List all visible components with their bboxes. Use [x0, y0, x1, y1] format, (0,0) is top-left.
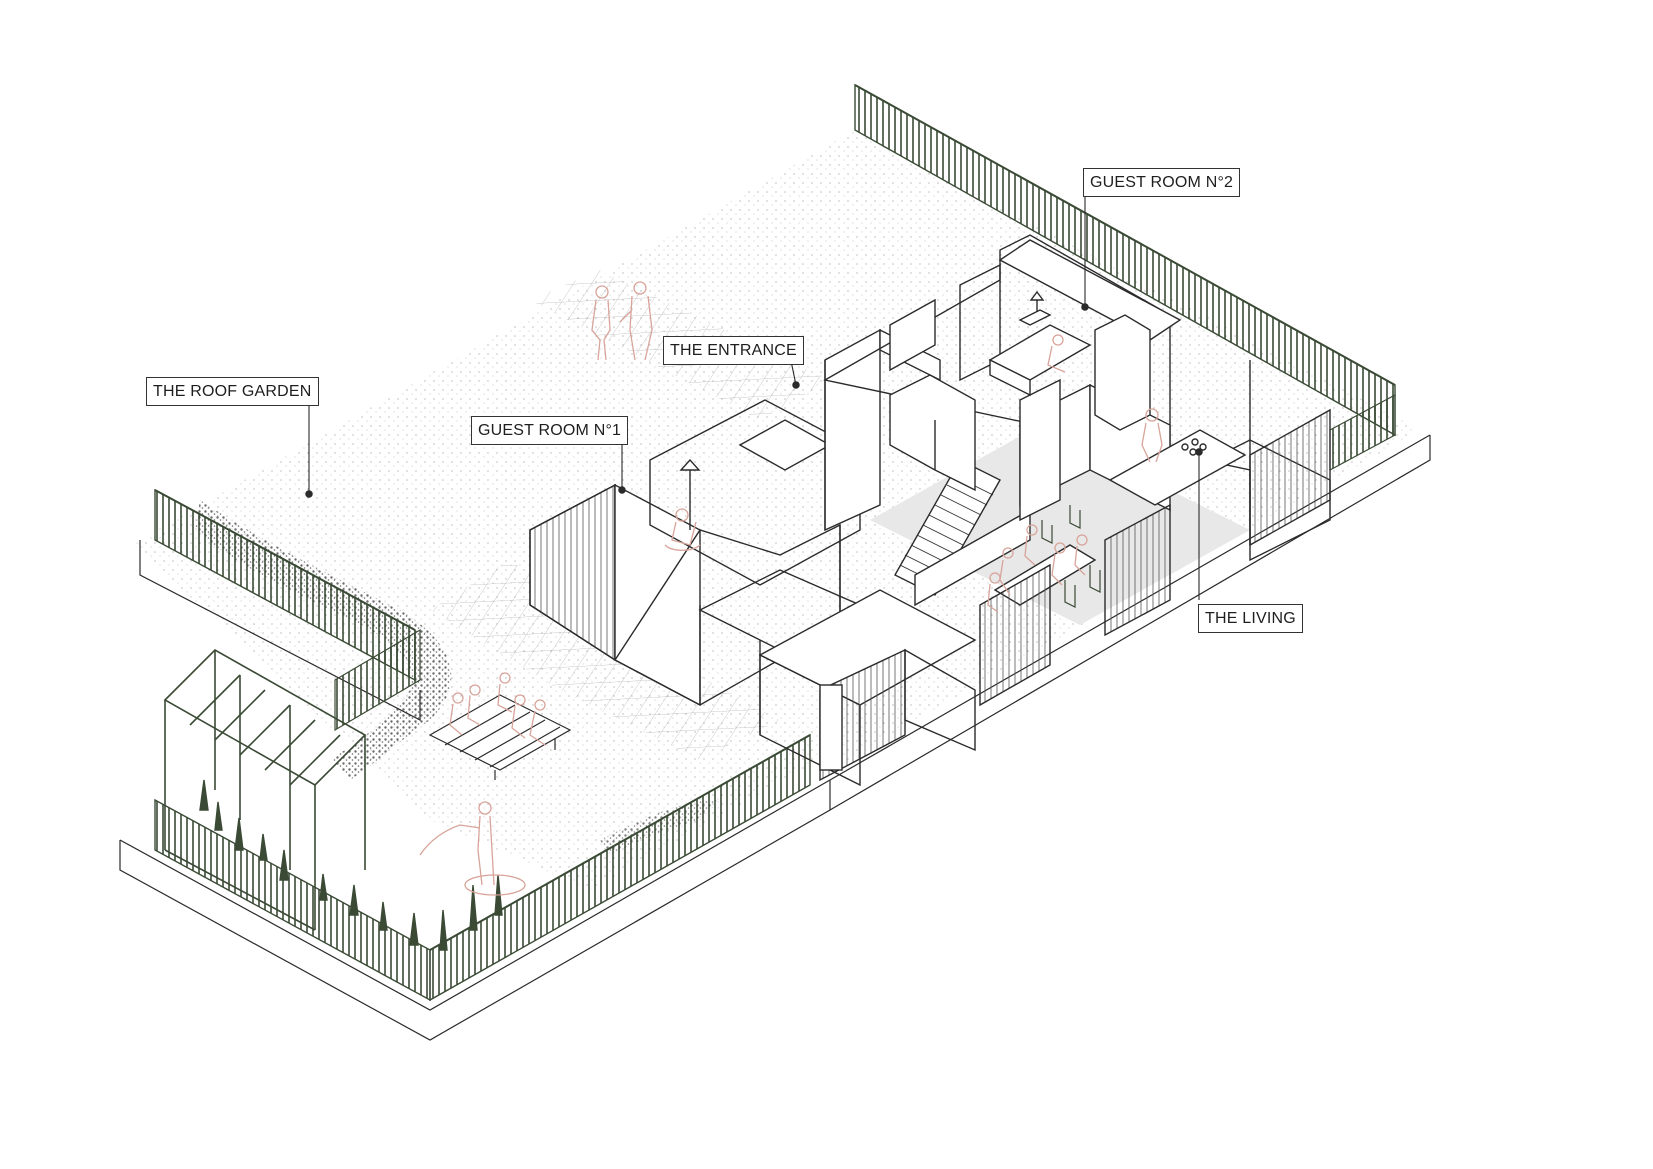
living-block — [823, 234, 1331, 707]
guest-room-1-block — [529, 399, 862, 735]
courtyard — [758, 589, 977, 787]
garden-plants — [199, 779, 503, 951]
label-living: THE LIVING — [1198, 604, 1303, 633]
greenhouse — [163, 649, 367, 931]
guest-room-2-block — [889, 239, 1182, 522]
people-figures — [419, 281, 1163, 896]
perimeter-fence — [154, 83, 1396, 1002]
label-roof-garden: THE ROOF GARDEN — [146, 377, 319, 406]
label-entrance: THE ENTRANCE — [663, 336, 804, 365]
label-guest-room-2: GUEST ROOM N°2 — [1083, 168, 1241, 197]
label-guest-room-1: GUEST ROOM N°1 — [471, 416, 629, 445]
dining-chairs — [1041, 505, 1101, 608]
